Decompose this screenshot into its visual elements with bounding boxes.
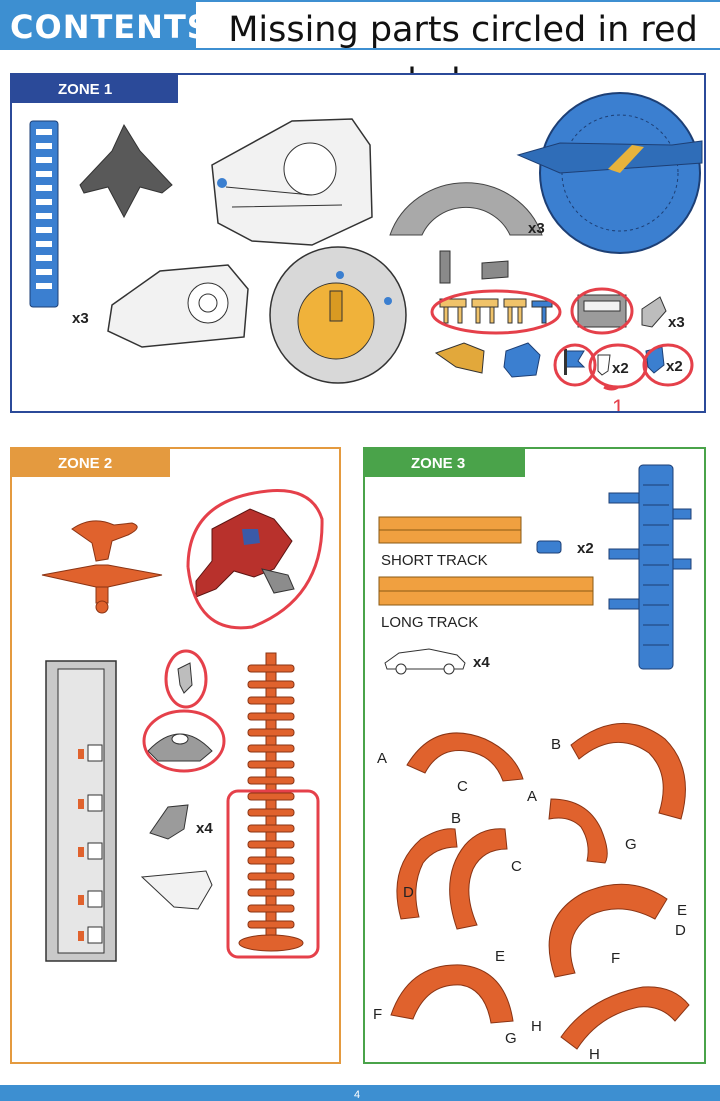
curve-letter-6: C <box>511 858 522 875</box>
white-marker-part <box>597 354 611 376</box>
curve-ramp-qty: x3 <box>528 220 545 237</box>
gray-curve-ramp-part <box>389 182 543 236</box>
curve-letter-15: H <box>531 1018 542 1035</box>
dome-wheel-part <box>269 246 407 384</box>
short-track-label: SHORT TRACK <box>381 552 488 569</box>
gray-wedge-part <box>149 804 189 840</box>
connector-qty: x2 <box>577 540 594 557</box>
red-box-screw <box>226 789 320 959</box>
curve-track-4 <box>396 828 458 920</box>
gray-dome-part <box>147 733 213 762</box>
curve-track-5 <box>449 828 508 930</box>
white-plate-part <box>140 870 213 910</box>
orange-propeller-part <box>41 520 163 614</box>
blue-bracket-part <box>645 346 665 374</box>
zone-2-tab: ZONE 2 <box>12 449 170 477</box>
gray-box-part <box>577 294 627 328</box>
zone-2-parts: x4 <box>41 489 324 962</box>
red-hook-mark <box>603 385 619 391</box>
bracket-qty: x2 <box>666 358 683 375</box>
red-circle-blue-bracket <box>642 343 694 387</box>
blue-tower-part <box>608 464 692 670</box>
red-circle-gray-dome <box>142 709 226 773</box>
marker-qty: x2 <box>612 360 629 377</box>
curve-track-1 <box>406 732 524 782</box>
curve-letter-1: A <box>377 750 387 767</box>
curve-track-8 <box>560 986 690 1050</box>
curve-letter-2: B <box>551 736 561 753</box>
curve-letter-9: G <box>625 836 637 853</box>
small-gray-piece-part <box>177 662 193 694</box>
handwritten-one: 1 <box>612 395 624 411</box>
curve-letter-11: D <box>675 922 686 939</box>
yellow-stands-part <box>439 298 553 324</box>
ladder-qty: x3 <box>72 310 89 327</box>
blue-ladder-part <box>29 120 59 308</box>
page-number: 4 <box>354 1089 361 1101</box>
zone-2-panel: ZONE 2 <box>10 447 341 1064</box>
small-gray-pins-part <box>439 250 509 284</box>
clip-qty: x3 <box>668 314 685 331</box>
white-base-part <box>211 118 373 246</box>
long-track-label: LONG TRACK <box>381 614 478 631</box>
zone-1-panel: ZONE 1 x3 x3 <box>10 73 706 413</box>
zone-1-tab: ZONE 1 <box>12 75 178 103</box>
red-gorilla-figure-part <box>195 508 295 598</box>
zone-3-tab: ZONE 3 <box>365 449 525 477</box>
white-car-part <box>384 648 466 675</box>
gray-clip-part <box>641 296 667 328</box>
curve-letter-13: F <box>373 1006 382 1023</box>
gray-arrow-part <box>79 123 173 219</box>
white-shell-part <box>107 264 249 348</box>
contents-title: CONTENTS <box>10 8 211 46</box>
zone-3-parts: SHORT TRACK x2 LONG TRACK x4 <box>373 464 692 1062</box>
curve-track-6 <box>548 883 668 978</box>
curve-track-2 <box>570 722 686 820</box>
wedge-qty: x4 <box>196 820 213 837</box>
gray-column-part <box>45 660 117 962</box>
curve-letter-4: A <box>527 788 537 805</box>
curve-track-7 <box>390 964 514 1024</box>
blue-flag-part <box>564 349 586 375</box>
red-circle-blue-flag <box>553 343 597 387</box>
yellow-fin-part <box>434 342 485 374</box>
footer-bar <box>0 1085 720 1101</box>
red-circle-gray-box <box>570 287 634 335</box>
blue-connector-part <box>536 540 562 554</box>
zone-3-panel: ZONE 3 SHORT TRACK x2 LONG TRACK x4 <box>363 447 706 1064</box>
curve-letter-14: G <box>505 1030 517 1047</box>
orange-curve-tracks <box>390 722 690 1050</box>
annotation-box <box>196 2 720 48</box>
red-circle-gorilla <box>186 489 324 630</box>
red-circle-yellow-stands <box>430 289 562 335</box>
curve-track-3 <box>548 798 608 864</box>
missing-parts-note-line1: Missing parts circled in red <box>228 10 698 50</box>
red-circle-small-piece <box>164 649 208 709</box>
curve-letter-5: B <box>451 810 461 827</box>
curve-letter-16: H <box>589 1046 600 1062</box>
car-qty: x4 <box>473 654 490 671</box>
blue-figure-part <box>503 342 541 378</box>
curve-letter-12: F <box>611 950 620 967</box>
curve-letter-10: E <box>677 902 687 919</box>
curve-letter-3: C <box>457 778 468 795</box>
orange-screw-part <box>238 652 304 952</box>
curve-letter-7: D <box>403 884 414 901</box>
blue-gear-disc-part <box>516 92 703 254</box>
zone-1-parts: x3 x3 <box>29 92 703 411</box>
curve-letter-8: E <box>495 948 505 965</box>
